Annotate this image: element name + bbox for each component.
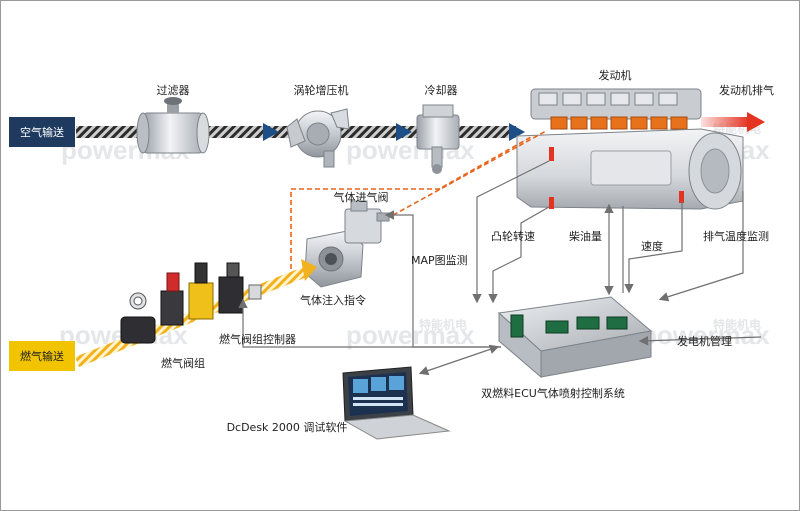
cooler-label: 冷却器 (425, 84, 458, 97)
gas-valve-group-controller-label: 燃气阀组控制器 (219, 332, 296, 346)
diesel-quantity-label: 柴油量 (569, 229, 602, 243)
sensor-icon (679, 191, 684, 203)
watermark-chinese: 特能机电 (419, 317, 467, 332)
laptop-ecu-line (418, 344, 500, 376)
speed-line (624, 201, 683, 294)
gas-valve-group-label: 燃气阀组 (161, 356, 205, 370)
gas-injection-dashed-path (290, 130, 547, 269)
map-monitor-label: MAP图监测 (411, 254, 468, 267)
arrow-right-icon (301, 259, 317, 281)
sensor-icon (549, 147, 554, 161)
gas-injection-command-label: 气体注入指令 (300, 293, 366, 307)
engine-exhaust-label: 发动机排气 (719, 83, 774, 97)
watermark-latin: powermax (641, 320, 770, 350)
cam-speed-label: 凸轮转速 (491, 229, 535, 243)
gas-supply-box: 燃气输送 (9, 341, 75, 371)
exhaust-temp-line (658, 191, 744, 302)
laptop-software-component: DcDesk 2000 调试软件 (227, 366, 451, 440)
ecu-connectors (510, 314, 628, 338)
ecu-label: 双燃料ECU气体喷射控制系统 (481, 386, 625, 400)
arrow-right-icon (747, 112, 765, 132)
gas-inlet-valve-component: 气体进气阀 气体注入指令 (300, 190, 390, 307)
arrow-right-icon (263, 123, 279, 141)
arrow-right-icon (509, 123, 525, 141)
engine-component: 发动机 (516, 68, 744, 210)
filter-component: 过滤器 (136, 84, 210, 154)
watermark-chinese: 特能机电 (713, 317, 761, 332)
gas-inlet-valve-label: 气体进气阀 (334, 190, 389, 204)
valve-controller-line (238, 298, 501, 348)
ecu-component: 双燃料ECU气体喷射控制系统 (481, 296, 653, 400)
cam-speed-line (488, 206, 550, 304)
speed-label: 速度 (641, 239, 663, 253)
software-label: DcDesk 2000 调试软件 (227, 420, 348, 434)
gas-supply-label: 燃气输送 (20, 349, 64, 363)
air-supply-box: 空气输送 (9, 117, 75, 147)
air-supply-label: 空气输送 (20, 125, 64, 139)
exhaust-temp-monitor-label: 排气温度监测 (703, 229, 769, 243)
signal-labels: MAP图监测 凸轮转速 柴油量 速度 排气温度监测 发电机管理 燃气阀组控制器 (219, 229, 769, 348)
engine-cylinder-heads (538, 92, 678, 106)
signal-lines (238, 160, 762, 376)
sensor-icon (549, 197, 554, 209)
generator-management-label: 发电机管理 (677, 334, 732, 348)
turbocharger-component: 涡轮增压机 (286, 83, 350, 168)
engine-injectors (550, 116, 688, 130)
map-monitor-line (472, 160, 550, 304)
arrow-right-icon (396, 123, 412, 141)
filter-label: 过滤器 (157, 84, 190, 97)
gas-valve-group-component: 燃气阀组 (120, 262, 262, 370)
engine-label: 发动机 (599, 68, 632, 82)
engine-exhaust: 发动机排气 (701, 83, 774, 132)
cooler-component: 冷却器 (416, 84, 460, 174)
turbocharger-label: 涡轮增压机 (294, 83, 349, 97)
generator-management-line (638, 335, 762, 346)
